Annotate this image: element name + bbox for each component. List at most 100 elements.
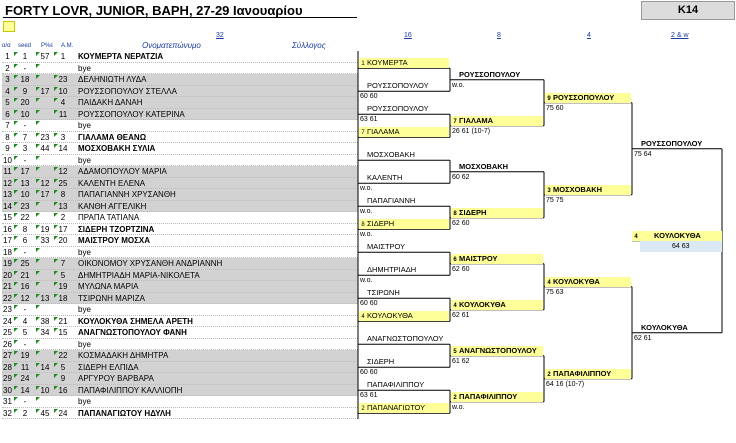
player-name: ΠΑΙΔΑΚΗ ΔΑΝΑΗ: [78, 98, 143, 107]
am-marker-icon: [54, 293, 58, 298]
slot-name: ΠΑΠΑΦΙΛΙΠΠΟΥ: [459, 391, 518, 401]
slot-name: ΚΟΥΛΟΚΥΘΑ: [367, 311, 413, 321]
match-score: 26 61 (10-7): [452, 127, 491, 135]
seed-marker-icon: [14, 86, 18, 91]
player-name: ΓΙΑΛΑΜΑ ΘΕΑΝΩ: [78, 132, 147, 142]
slot-name: ΚΟΥΛΟΚΥΘΑ: [641, 322, 688, 332]
rank-marker-icon: [36, 328, 40, 332]
player-am: 22: [58, 351, 68, 360]
title-underline: [3, 17, 357, 18]
match-score: 62 60: [452, 265, 470, 273]
player-seed: 8: [22, 224, 28, 234]
player-name: ΜΑΙΣΤΡΟΥ ΜΟΣΧΑ: [78, 236, 151, 245]
player-rank: 17: [40, 190, 50, 199]
rank-marker-icon: [36, 121, 40, 125]
am-marker-icon: [54, 190, 58, 194]
player-number: 28: [3, 362, 12, 372]
seed-marker-icon: [14, 362, 18, 367]
rank-marker-icon: [36, 305, 40, 309]
player-number: 6: [5, 109, 10, 119]
player-name: bye: [78, 339, 91, 349]
player-name: ΡΟΥΣΣΟΠΟΥΛΟΥ ΚΑΤΕΡΙΝΑ: [78, 109, 185, 119]
match-score: 75 75: [546, 196, 564, 204]
am-marker-icon: [54, 316, 58, 321]
player-seed: 4: [22, 316, 28, 326]
winner-slot-sf: ΚΟΥΛΟΚΥΘΑ: [633, 323, 721, 333]
seed-marker-icon: [14, 374, 18, 378]
rank-marker-icon: [36, 316, 40, 321]
player-seed: 7: [22, 132, 28, 142]
player-name: bye: [78, 305, 91, 314]
player-am: 21: [58, 316, 68, 326]
player-number: 26: [3, 339, 12, 349]
seed-marker-icon: [14, 351, 18, 355]
rank-marker-icon: [36, 75, 40, 79]
player-rank: 34: [40, 328, 50, 337]
player-number: 15: [3, 213, 12, 222]
rank-marker-icon: [36, 86, 40, 91]
tournament-title: FORTY LOVR, JUNIOR, ΒΑΡΗ, 27-29 Ιανουαρί…: [5, 3, 303, 18]
player-rank: 38: [40, 316, 50, 326]
slot-seed: 4: [453, 302, 457, 309]
slot-seed: 7: [361, 130, 365, 137]
seed-marker-icon: [14, 213, 18, 217]
player-number: 22: [3, 293, 12, 303]
rank-marker-icon: [36, 178, 40, 183]
player-seed: -: [23, 339, 27, 349]
slot-seed: 2: [361, 406, 365, 413]
slot-name: ΚΟΥΜΕΡΤΑ: [367, 58, 408, 68]
winner-slot-r8: ΡΟΥΣΣΟΠΟΥΛΟΥ: [451, 70, 543, 80]
player-number: 13: [3, 190, 12, 199]
player-number: 2: [5, 63, 10, 73]
winner-slot-r16: ΜΟΣΧΟΒΑΚΗ: [359, 150, 449, 160]
rank-marker-icon: [36, 98, 40, 102]
player-seed: 9: [22, 86, 28, 96]
player-seed: -: [23, 121, 27, 130]
slot-name: ΚΑΛΕΝΤΗ: [367, 173, 403, 183]
am-marker-icon: [54, 201, 58, 206]
match-score: 60 60: [360, 93, 378, 101]
player-name: bye: [78, 121, 91, 130]
player-number: 4: [5, 86, 10, 96]
slot-name: ΣΙΔΕΡΗ: [459, 207, 487, 217]
slot-name: ΚΟΥΛΟΚΥΘΑ: [654, 230, 701, 240]
match-score: 62 60: [452, 219, 470, 227]
seed-marker-icon: [14, 247, 18, 252]
match-score: 60 60: [360, 369, 378, 377]
am-marker-icon: [54, 408, 58, 413]
player-number: 30: [3, 385, 12, 395]
player-number: 9: [5, 144, 10, 153]
player-am: 15: [58, 328, 68, 337]
rank-marker-icon: [36, 293, 40, 298]
col-header-club: Σύλλογος: [292, 41, 326, 50]
match-score: 63 61: [360, 116, 378, 124]
slot-name: ΑΝΑΓΝΩΣΤΟΠΟΥΛΟΥ: [367, 334, 444, 344]
match-score: 63 61: [360, 392, 378, 400]
player-number: 29: [3, 374, 12, 383]
am-marker-icon: [54, 98, 58, 102]
player-seed: -: [23, 247, 27, 257]
player-seed: 2: [22, 408, 28, 418]
player-am: 5: [60, 362, 66, 372]
round-header-16: 16: [404, 32, 412, 39]
player-name: ΡΟΥΣΣΟΠΟΥΛΟΥ ΣΤΕΛΛΑ: [78, 86, 177, 96]
player-seed: 23: [20, 201, 30, 211]
rank-marker-icon: [36, 259, 40, 263]
slot-name: ΤΣΙΡΩΝΗ: [367, 288, 400, 298]
slot-seed: 5: [453, 348, 457, 355]
player-number: 17: [3, 236, 12, 245]
seed-marker-icon: [14, 339, 18, 344]
slot-name: ΡΟΥΣΣΟΠΟΥΛΟΥ: [553, 92, 615, 102]
